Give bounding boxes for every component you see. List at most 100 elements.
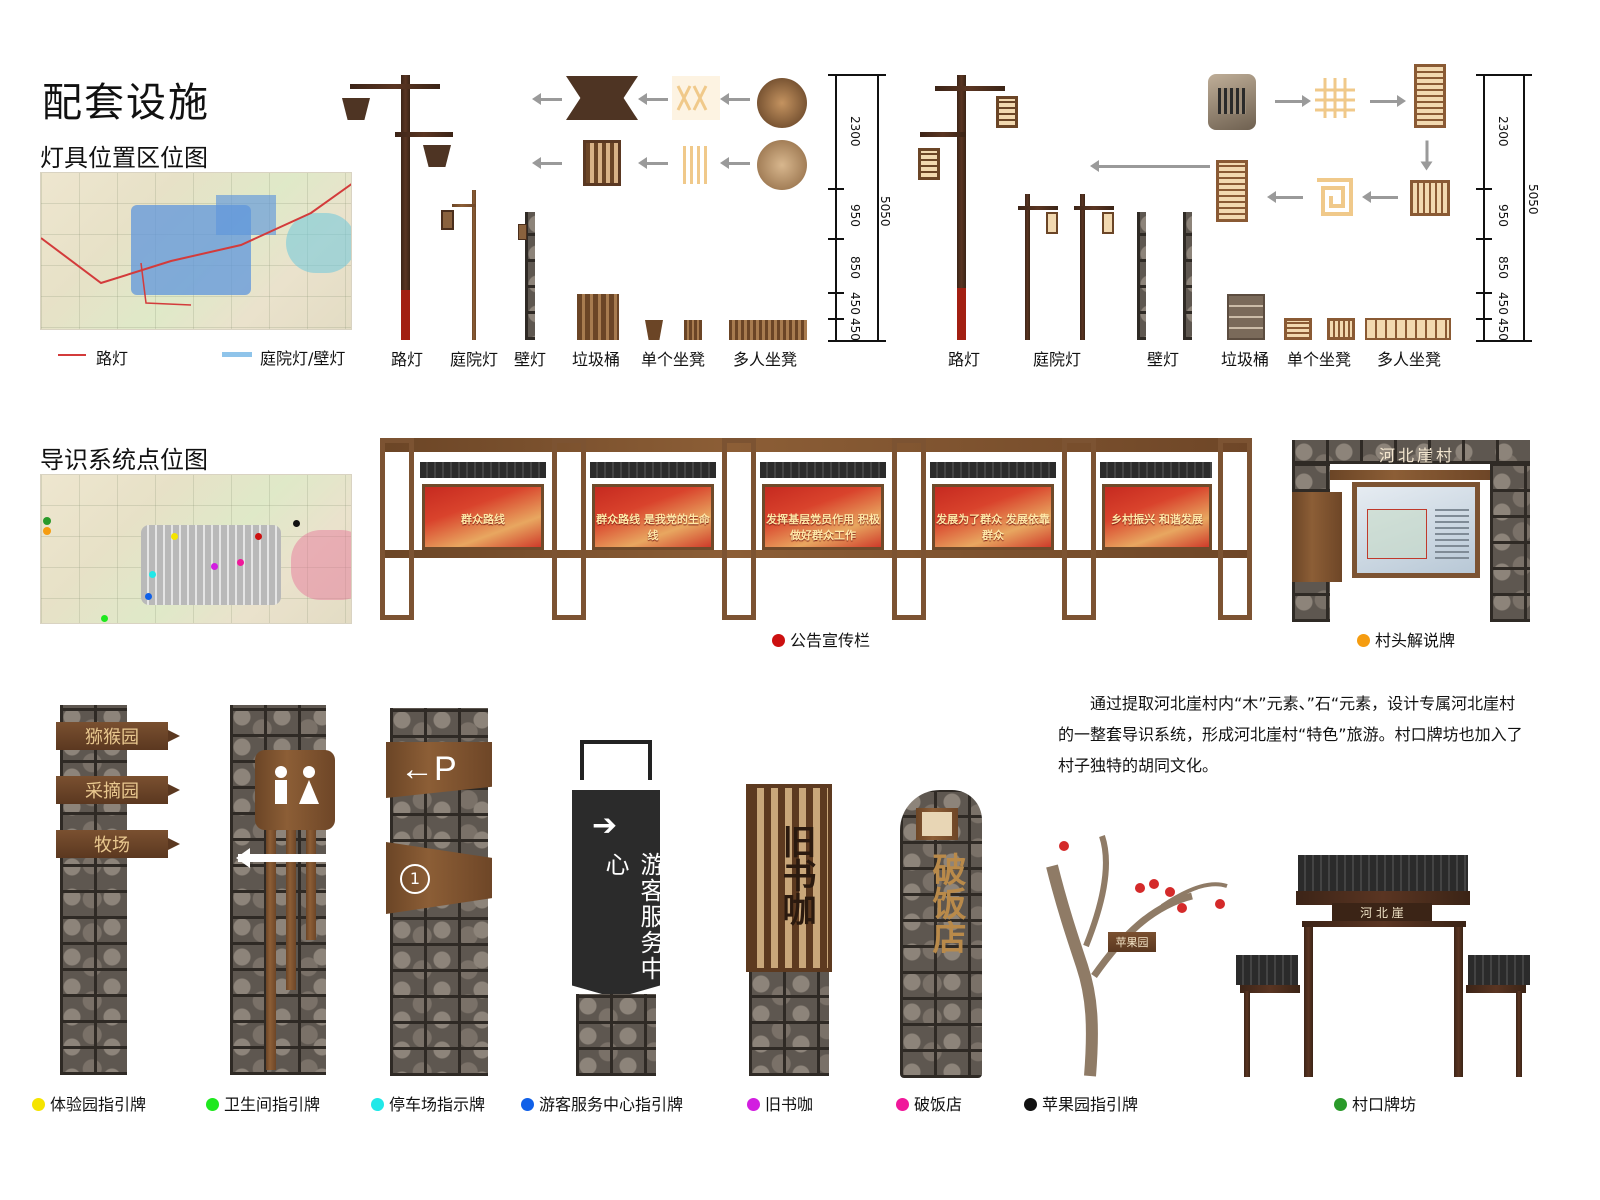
basket-lantern-1 xyxy=(342,98,370,120)
lake xyxy=(286,213,351,273)
apple-plank-text: 苹果园 xyxy=(1115,936,1149,949)
caption-parking-text: 停车场指示牌 xyxy=(389,1095,486,1114)
arrow-right-b xyxy=(1370,100,1398,103)
yard-lamp-head-2b xyxy=(1102,212,1114,234)
bulletin-panel-4: 发展为了群众 发展依靠群众 xyxy=(932,484,1054,550)
bamboo-basket-photo-1 xyxy=(757,78,807,128)
set1-road-lamp-label: 路灯 xyxy=(391,350,424,369)
guide-map-title: 导识系统点位图 xyxy=(40,446,208,474)
gate-name-plaque: 河 北 崖 xyxy=(1332,903,1432,923)
dim-tick xyxy=(828,340,886,342)
arrow-left-1a xyxy=(532,93,562,105)
trash-bin-2 xyxy=(1227,294,1265,340)
wall-lamp-head-1 xyxy=(518,224,527,240)
dim-tick xyxy=(828,318,844,320)
bulletin-panel-3-text: 发挥基层党员作用 积极做好群众工作 xyxy=(766,513,880,542)
lantern-cage-design xyxy=(583,140,621,186)
entrance-beam xyxy=(1330,470,1490,480)
arrow-left-1c xyxy=(720,93,750,105)
page-title: 配套设施 xyxy=(42,80,210,126)
road-lamp-arm-3 xyxy=(935,86,1005,91)
apple-tree-icon xyxy=(1046,835,1228,1077)
road-lamp-pole-1 xyxy=(401,75,410,340)
dim2-450a: 450 xyxy=(1496,292,1510,315)
visitor-sign-text: 游客服务中心 xyxy=(601,852,664,982)
set2-bench-label: 多人坐凳 xyxy=(1377,350,1442,369)
dim-950: 950 xyxy=(848,204,862,227)
lamp-map-title: 灯具位置区位图 xyxy=(40,144,208,172)
parking-icon: ←P xyxy=(400,750,457,788)
caption-parking: 停车场指示牌 xyxy=(371,1091,485,1115)
bulletin-board: 群众路线 群众路线 是我党的生命线 发挥基层党员作用 积极做好群众工作 发展为了… xyxy=(380,438,1252,620)
entrance-board: 河北崖村 xyxy=(1292,440,1530,622)
spiral-pattern xyxy=(1313,176,1355,218)
set1-bench-label: 多人坐凳 xyxy=(733,350,798,369)
gate-side-roof-left xyxy=(1236,955,1298,985)
dim-tick xyxy=(828,74,886,76)
garden-sign-pillar xyxy=(60,705,127,1075)
gate-side-roof-right xyxy=(1468,955,1530,985)
yard-lamp-head-2a xyxy=(1046,212,1058,234)
dim2-950: 950 xyxy=(1496,204,1510,227)
panel-roof xyxy=(420,462,546,478)
caption-dot xyxy=(32,1098,45,1111)
set2-road-lamp-label: 路灯 xyxy=(948,350,981,369)
bulletin-panel-1-text: 群众路线 xyxy=(461,513,505,526)
dim-bar-2 xyxy=(1483,74,1485,342)
dim-total-bar-1 xyxy=(877,74,879,342)
utensils-icon xyxy=(922,812,952,836)
caption-garden: 体验园指引牌 xyxy=(32,1091,146,1115)
toilet-post-2 xyxy=(286,830,296,990)
bulletin-caption: 公告宣传栏 xyxy=(772,627,870,651)
caption-garden-text: 体验园指引牌 xyxy=(50,1095,147,1114)
entrance-map-graphic xyxy=(1367,509,1427,559)
panel-roof xyxy=(930,462,1056,478)
panel-roof xyxy=(760,462,886,478)
road-lamp-legend-label: 路灯 xyxy=(96,349,129,368)
lattice-pattern xyxy=(1313,76,1357,120)
square-lantern-1 xyxy=(996,96,1018,128)
caption-dot xyxy=(1334,1098,1347,1111)
gate-main-beam xyxy=(1296,891,1470,905)
garden-plank-3-text: 牧场 xyxy=(94,835,130,856)
single-stool-1a xyxy=(645,320,663,340)
wall-lamp-wall-2a xyxy=(1137,212,1146,340)
stripe-pattern-1 xyxy=(683,146,711,184)
bulletin-panel-5: 乡村振兴 和谐发展 xyxy=(1102,484,1212,550)
yard-lamp-arm-2a xyxy=(1018,206,1058,210)
entrance-text-block xyxy=(1435,509,1469,559)
bulletin-post xyxy=(1218,438,1252,620)
caption-restaurant-text: 破饭店 xyxy=(914,1095,963,1114)
caption-toilet: 卫生间指引牌 xyxy=(206,1091,320,1115)
wall-lamp-wall-2b xyxy=(1183,212,1192,340)
set1-yard-lamp-label: 庭院灯 xyxy=(450,350,499,369)
garden-plank-3: 牧场 xyxy=(56,830,168,858)
entrance-wood-panel xyxy=(1292,492,1342,582)
entrance-caption-text: 村头解说牌 xyxy=(1375,631,1456,650)
bulletin-panel-3: 发挥基层党员作用 积极做好群众工作 xyxy=(762,484,884,550)
gate-main-roof xyxy=(1298,855,1468,891)
panel-roof xyxy=(590,462,716,478)
caption-gate-text: 村口牌坊 xyxy=(1352,1095,1417,1114)
lake-area xyxy=(291,530,351,600)
garden-plank-2-text: 采摘园 xyxy=(85,781,139,802)
dim-bar-1 xyxy=(835,74,837,342)
caption-restaurant: 破饭店 xyxy=(896,1091,962,1115)
map-point-board xyxy=(43,527,51,535)
dim-850: 850 xyxy=(848,256,862,279)
garden-plank-2: 采摘园 xyxy=(56,776,168,804)
road-lamp-arm-4 xyxy=(920,132,966,137)
map-point-restaurant xyxy=(237,559,244,566)
restaurant-text: 破饭店 xyxy=(926,852,966,954)
bulletin-caption-text: 公告宣传栏 xyxy=(790,631,871,650)
square-lantern-2 xyxy=(918,148,940,180)
caption-dot xyxy=(747,1098,760,1111)
number-one-icon: 1 xyxy=(400,864,430,894)
map-point-parking xyxy=(149,571,156,578)
dim-tick xyxy=(1476,238,1492,240)
caption-gate: 村口牌坊 xyxy=(1334,1091,1416,1115)
bench-2 xyxy=(1365,318,1451,340)
set2-wall-lamp-label: 壁灯 xyxy=(1147,350,1180,369)
spiral-lantern xyxy=(1216,160,1248,222)
arrow-left-1b xyxy=(638,93,668,105)
